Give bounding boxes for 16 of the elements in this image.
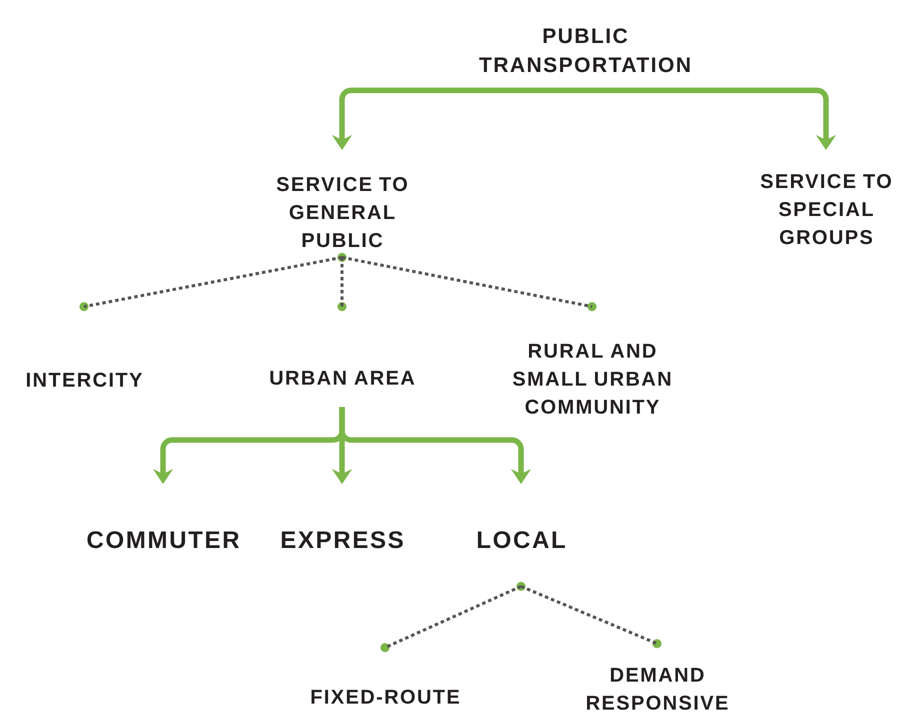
connector	[342, 256, 592, 308]
category-label: RURAL AND SMALL URBAN COMMUNITY	[512, 302, 670, 414]
category-label: INTERCITY	[26, 302, 142, 387]
connector	[520, 585, 658, 645]
category-label: FIXED-ROUTE	[312, 643, 459, 704]
category-label: SERVICE TO SPECIAL GROUPS	[760, 174, 891, 244]
connector	[84, 256, 342, 308]
category-label: LOCAL	[478, 531, 565, 591]
category-label: URBAN AREA	[270, 302, 414, 385]
category-label: DEMAND RESPONSIVE	[587, 639, 728, 710]
category-label: EXPRESS	[282, 531, 403, 548]
category-label: COMMUTER	[87, 531, 240, 548]
category-label: PUBLIC TRANSPORTATION	[479, 28, 690, 72]
connector	[340, 257, 344, 307]
connector	[384, 585, 522, 649]
category-label: SERVICE TO GENERAL PUBLIC	[276, 177, 407, 262]
